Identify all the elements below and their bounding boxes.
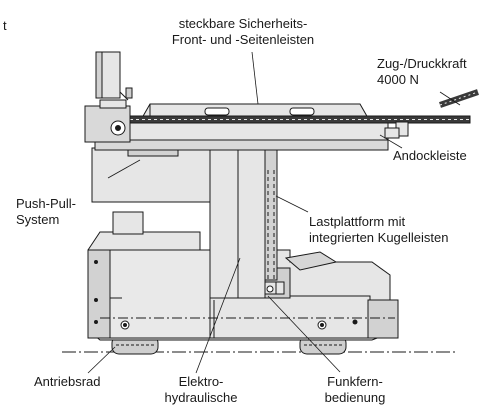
label-electro-hydraulic-line2: hydraulische xyxy=(164,390,238,405)
label-push-pull-system-line1: Push-Pull- xyxy=(16,196,76,211)
label-push-pull-system: Push-Pull- System xyxy=(16,196,76,228)
label-load-platform: Lastplattform mit integrierten Kugelleis… xyxy=(309,214,448,246)
corner-fragment: t xyxy=(3,18,7,33)
leader-lines xyxy=(87,51,461,374)
label-remote-control-line2: bedienung xyxy=(324,390,386,405)
label-drive-wheel: Antriebsrad xyxy=(34,374,101,389)
label-push-pull-force-line1: Zug-/Druckkraft xyxy=(377,56,467,71)
label-push-pull-system-line2: System xyxy=(16,212,60,227)
label-front-side-bars-line1: steckbare Sicherheits- xyxy=(178,16,308,31)
left-end-assembly xyxy=(84,87,133,143)
lifting-column xyxy=(209,137,278,299)
label-front-side-bars-line2: Front- und -Seitenleisten xyxy=(171,32,315,47)
label-push-pull-force-line2: 4000 N xyxy=(377,72,419,87)
label-push-pull-force: Zug-/Druckkraft 4000 N xyxy=(377,56,467,88)
push-pull-housing xyxy=(91,147,211,203)
label-electro-hydraulic-line1: Elektro- xyxy=(178,374,224,389)
load-platform xyxy=(94,117,389,151)
motor xyxy=(95,51,121,99)
label-docking-bar: Andockleiste xyxy=(393,148,467,163)
label-front-side-bars: steckbare Sicherheits- Front- und -Seite… xyxy=(148,16,338,48)
docking-bar-part xyxy=(384,121,409,139)
chassis-arm xyxy=(284,251,338,271)
control-box xyxy=(112,211,144,235)
label-remote-control: Funkfern- bedienung xyxy=(310,374,400,406)
label-remote-control-line1: Funkfern- xyxy=(327,374,383,389)
label-load-platform-line1: Lastplattform mit xyxy=(309,214,406,229)
label-load-platform-line2: integrierten Kugelleisten xyxy=(309,230,449,245)
safety-bars xyxy=(141,103,369,119)
label-electro-hydraulic: Elektro- hydraulische xyxy=(162,374,240,406)
machine xyxy=(62,51,479,355)
